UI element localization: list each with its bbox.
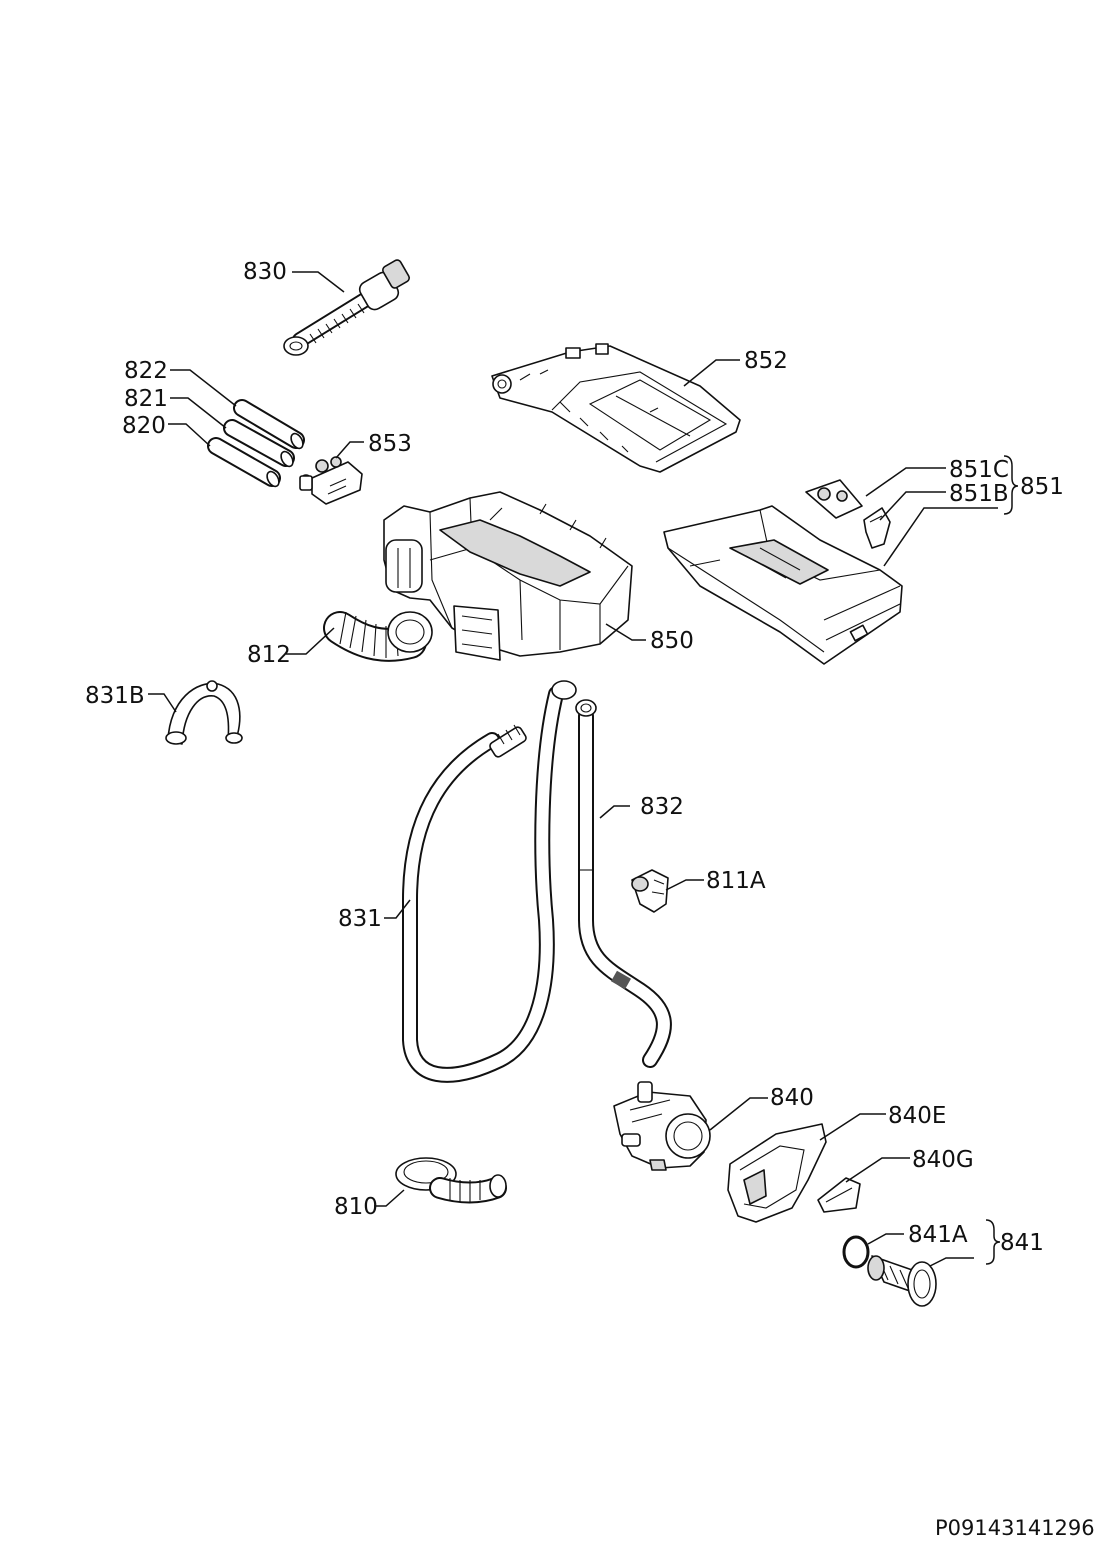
label-820: 820 (122, 413, 166, 439)
part-853-valve[interactable] (299, 456, 363, 505)
label-832: 832 (640, 794, 684, 820)
part-831-drain-hose[interactable] (402, 680, 577, 1083)
label-840E: 840E (888, 1103, 946, 1129)
part-821-tube[interactable] (223, 419, 295, 468)
part-822-tube[interactable] (233, 399, 305, 450)
part-830-inlet-hose[interactable] (283, 259, 411, 356)
part-841A-seal-ring[interactable] (842, 1235, 870, 1269)
label-822: 822 (124, 358, 168, 384)
label-852: 852 (744, 348, 788, 374)
part-840E-pump-cover[interactable] (727, 1123, 827, 1223)
part-811A-pressure-switch[interactable] (631, 869, 669, 913)
part-851-detergent-drawer[interactable] (663, 505, 903, 665)
label-831: 831 (338, 906, 382, 932)
document-id: P09143141296 (935, 1516, 1095, 1540)
label-851C: 851C (949, 457, 1009, 483)
label-851: 851 (1020, 474, 1064, 500)
part-812-bellows-hose[interactable] (323, 611, 433, 662)
label-812: 812 (247, 642, 291, 668)
part-851C-drawer-cap[interactable] (805, 479, 863, 519)
label-840: 840 (770, 1085, 814, 1111)
label-810: 810 (334, 1194, 378, 1220)
label-851B: 851B (949, 481, 1009, 507)
part-851B-drawer-clip[interactable] (863, 507, 891, 549)
label-830: 830 (243, 259, 287, 285)
part-820-tube[interactable] (207, 437, 281, 488)
leader-lines (148, 271, 1019, 1267)
label-821: 821 (124, 386, 168, 412)
label-841: 841 (1000, 1230, 1044, 1256)
part-840G-flap[interactable] (817, 1177, 861, 1213)
callout-labels: 830 822 821 820 853 852 851C 851B 851 81… (85, 259, 1064, 1256)
part-850-dispenser-housing[interactable] (383, 491, 633, 661)
label-841A: 841A (908, 1222, 968, 1248)
label-840G: 840G (912, 1147, 974, 1173)
part-841-filter[interactable] (867, 1255, 937, 1307)
label-853: 853 (368, 431, 412, 457)
part-831B-hose-guide[interactable] (165, 680, 243, 745)
label-831B: 831B (85, 683, 145, 709)
part-832-pump-hose[interactable] (575, 699, 672, 1068)
part-840-drain-pump[interactable] (613, 1081, 711, 1171)
label-811A: 811A (706, 868, 766, 894)
part-852-dispenser-cover[interactable] (491, 343, 741, 473)
label-850: 850 (650, 628, 694, 654)
part-810-sump-hose[interactable] (395, 1157, 507, 1204)
